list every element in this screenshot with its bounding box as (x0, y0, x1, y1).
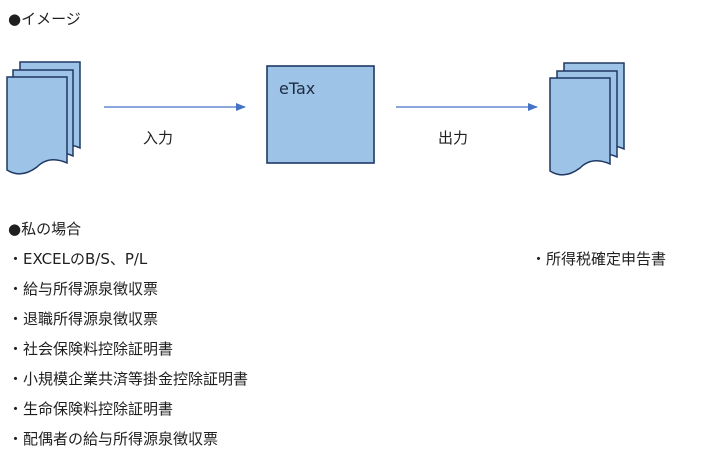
output-documents-icon (549, 62, 625, 176)
output-label: 出力 (438, 129, 469, 147)
heading-my-case: ●私の場合 (8, 220, 82, 238)
output-document-item: ・所得税確定申告書 (531, 250, 667, 268)
list-item: ・小規模企業共済等掛金控除証明書 (8, 370, 249, 388)
etax-label: eTax (279, 79, 316, 98)
list-item: ・EXCELのB/S、P/L (8, 250, 148, 268)
input-label: 入力 (143, 129, 174, 147)
list-item: ・配偶者の給与所得源泉徴収票 (8, 430, 219, 448)
list-item: ・生命保険料控除証明書 (8, 400, 174, 418)
heading-image: ●イメージ (8, 10, 81, 28)
list-item: ・給与所得源泉徴収票 (8, 280, 159, 298)
list-item: ・退職所得源泉徴収票 (8, 310, 159, 328)
input-documents-icon (6, 61, 81, 175)
etax-box (266, 65, 375, 164)
list-item: ・社会保険料控除証明書 (8, 340, 174, 358)
